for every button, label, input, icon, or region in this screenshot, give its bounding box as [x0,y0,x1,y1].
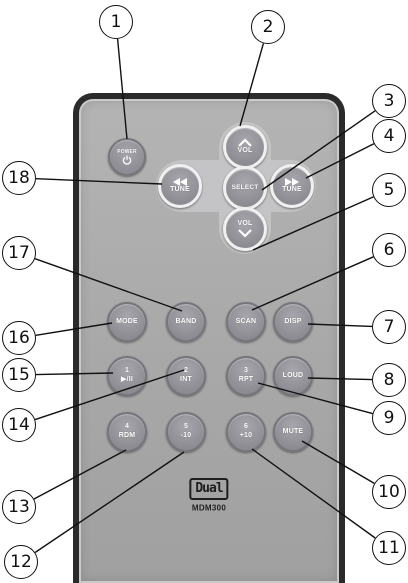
callout-15: 15 [2,358,36,392]
callout-12: 12 [4,545,38,579]
callout-line-8 [308,378,372,380]
callout-line-12 [35,452,184,553]
callout-line-4 [306,144,374,178]
callout-7: 7 [372,310,406,344]
callout-line-5 [253,197,373,250]
callout-11: 11 [372,531,406,565]
callout-line-2 [240,43,263,126]
callout-line-16 [36,323,112,335]
callout-9: 9 [372,401,406,435]
callout-18: 18 [2,161,36,195]
callout-10: 10 [372,475,406,509]
callout-14: 14 [2,408,36,442]
callout-13: 13 [2,490,36,524]
callout-line-6 [252,257,373,310]
callout-6: 6 [372,233,406,267]
callout-line-11 [252,449,375,538]
callout-8: 8 [372,363,406,397]
callout-line-7 [308,324,372,326]
callout-line-17 [35,259,182,311]
callout-line-3 [262,111,375,190]
callout-5: 5 [372,173,406,207]
callout-2: 2 [251,10,285,44]
callout-line-1 [118,39,127,139]
callout-4: 4 [372,119,406,153]
callout-line-18 [36,179,162,184]
callout-3: 3 [372,84,406,118]
callout-line-10 [302,441,374,483]
callout-line-15 [36,373,113,375]
callout-line-13 [34,450,126,499]
callout-17: 17 [2,236,36,270]
callout-line-14 [35,370,184,420]
callout-16: 16 [2,321,36,355]
callout-line-9 [258,383,373,414]
callout-1: 1 [99,5,133,39]
